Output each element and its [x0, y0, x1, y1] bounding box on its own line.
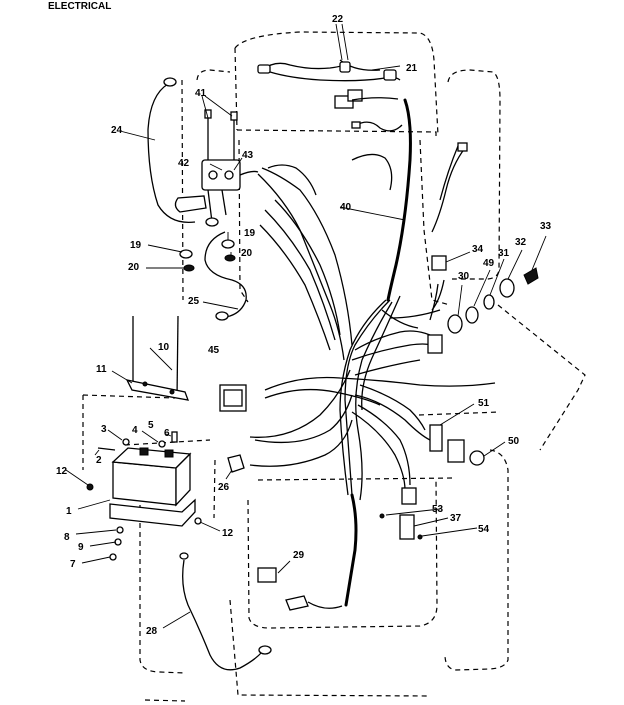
- callout-12b: 12: [222, 528, 234, 539]
- hardware: [86, 431, 202, 561]
- callout-12a: 12: [56, 466, 68, 477]
- callout-5: 5: [148, 420, 154, 431]
- ground-cable: [147, 77, 196, 224]
- callout-21: 21: [406, 63, 418, 74]
- ignition-connector: [227, 454, 245, 473]
- positive-cable: [204, 231, 247, 321]
- callout-26: 26: [218, 482, 230, 493]
- main-wiring-harness: [249, 153, 496, 501]
- callout-25: 25: [188, 296, 200, 307]
- callout-labels: 22 21 24 41 42 43 40 19 20 19 20 25 10 4…: [56, 14, 552, 637]
- right-wire-leads: [429, 142, 468, 321]
- callout-20b: 20: [241, 248, 253, 259]
- tractor-outline: [82, 31, 586, 702]
- callout-3: 3: [101, 424, 107, 435]
- callout-33: 33: [540, 221, 552, 232]
- callout-6: 6: [164, 428, 170, 439]
- seat-switch-connector: [257, 567, 343, 611]
- callout-34: 34: [472, 244, 484, 255]
- callout-49: 49: [483, 258, 495, 269]
- fuse-holder: [174, 189, 227, 223]
- callout-42: 42: [178, 158, 190, 169]
- starter-solenoid: [201, 109, 259, 191]
- callout-31: 31: [498, 248, 510, 259]
- callout-4: 4: [132, 425, 138, 436]
- headlight-connectors: [257, 59, 401, 82]
- callout-54: 54: [478, 524, 490, 535]
- callout-32: 32: [515, 237, 527, 248]
- battery: [109, 447, 196, 527]
- callout-29: 29: [293, 550, 305, 561]
- callout-1: 1: [66, 506, 72, 517]
- callout-7: 7: [70, 559, 76, 570]
- wire-loom-upper: [386, 98, 412, 302]
- wire-loom-lower: [344, 493, 358, 607]
- callout-leaders: [65, 23, 547, 629]
- callout-37: 37: [450, 513, 462, 524]
- callout-22: 22: [332, 14, 344, 25]
- callout-19b: 19: [244, 228, 256, 239]
- callout-10: 10: [158, 342, 170, 353]
- key-switch-parts: [427, 255, 539, 354]
- callout-43: 43: [242, 150, 254, 161]
- plug-connectors: [334, 89, 403, 132]
- callout-50: 50: [508, 436, 520, 447]
- callout-19a: 19: [130, 240, 142, 251]
- callout-2: 2: [96, 455, 102, 466]
- callout-40: 40: [340, 202, 352, 213]
- headlight-switch: [429, 424, 485, 466]
- diagram-header: ELECTRICAL: [48, 1, 111, 12]
- callout-11: 11: [96, 364, 107, 375]
- callout-24: 24: [111, 125, 123, 136]
- battery-cable: [179, 552, 272, 671]
- battery-hold-down: [125, 315, 190, 401]
- control-module: [219, 384, 247, 412]
- callout-20a: 20: [128, 262, 140, 273]
- pto-switch: [379, 487, 423, 540]
- callout-8: 8: [64, 532, 70, 543]
- callout-28: 28: [146, 626, 158, 637]
- callout-51: 51: [478, 398, 490, 409]
- washers: [179, 217, 236, 272]
- callout-45: 45: [208, 345, 220, 356]
- callout-30: 30: [458, 271, 470, 282]
- callout-9: 9: [78, 542, 84, 553]
- callout-41: 41: [195, 88, 207, 99]
- callout-53: 53: [432, 504, 444, 515]
